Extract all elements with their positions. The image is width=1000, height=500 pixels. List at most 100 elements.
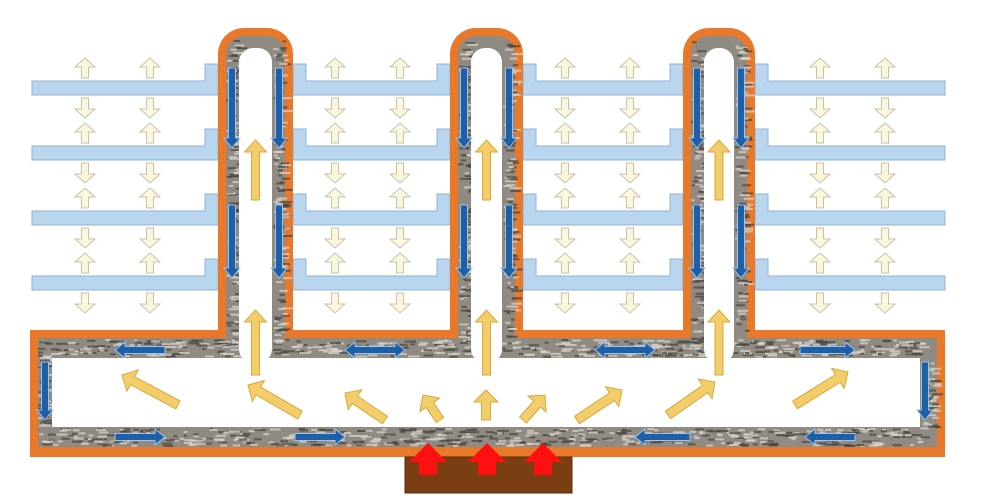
wick-grain <box>410 433 415 436</box>
heat-out-down-arrow <box>553 292 577 314</box>
wick-grain <box>730 442 741 445</box>
wick-grain <box>226 314 232 317</box>
wick-grain <box>296 350 305 353</box>
wick-grain <box>463 350 475 352</box>
wick-grain <box>744 283 748 286</box>
cooling-plate <box>754 193 946 226</box>
wick-grain <box>466 231 471 234</box>
wick-grain <box>73 429 80 432</box>
wick-grain <box>744 94 756 97</box>
wick-grain <box>531 347 535 350</box>
wick-grain <box>510 71 517 74</box>
wick-grain <box>700 63 705 66</box>
wick-grain <box>275 199 283 202</box>
wick-grain <box>59 429 67 432</box>
wick-grain <box>509 439 522 442</box>
wick-grain <box>362 437 366 440</box>
wick-grain <box>743 283 754 285</box>
wick-grain <box>467 241 474 244</box>
wick-grain <box>344 432 352 434</box>
wick-grain <box>231 53 237 56</box>
heat-out-up-arrow <box>388 57 412 79</box>
wick-grain <box>281 205 291 208</box>
wick-grain <box>110 441 123 444</box>
wick-grain <box>232 295 240 298</box>
wick-grain <box>87 345 99 348</box>
heat-out-up-arrow <box>323 187 347 209</box>
wick-grain <box>495 442 505 445</box>
heat-out-up-arrow <box>873 187 897 209</box>
wick-grain <box>744 49 748 52</box>
wick-grain <box>739 169 751 172</box>
cooling-plate <box>31 258 219 291</box>
liquid-down-arrow <box>499 67 519 149</box>
heat-out-up-arrow <box>388 187 412 209</box>
wick-grain <box>779 350 783 353</box>
wick-grain <box>569 438 575 441</box>
wick-grain <box>464 279 475 282</box>
wick-grain <box>862 428 870 431</box>
wick-grain <box>240 432 243 435</box>
wick-grain <box>868 444 878 447</box>
wick-grain <box>801 440 813 443</box>
wick-grain <box>461 305 467 308</box>
wick-grain <box>636 441 640 444</box>
wick-grain <box>570 442 575 445</box>
wick-grain <box>280 440 289 443</box>
wick-grain <box>38 347 46 350</box>
wick-grain <box>432 341 443 344</box>
wick-grain <box>206 437 213 440</box>
heat-out-up-arrow <box>808 57 832 79</box>
wick-grain <box>380 436 388 439</box>
wick-grain <box>731 435 739 438</box>
wick-grain <box>72 440 84 443</box>
wick-grain <box>466 51 473 53</box>
wick-grain <box>509 203 518 206</box>
wick-grain <box>468 244 473 246</box>
wick-grain <box>514 437 521 440</box>
wick-grain <box>622 438 630 441</box>
wick-grain <box>680 354 685 357</box>
wick-grain <box>512 258 520 261</box>
wick-grain <box>230 172 241 174</box>
wick-grain <box>447 348 458 351</box>
wick-grain <box>464 172 469 175</box>
heat-out-down-arrow <box>388 292 412 314</box>
wick-grain <box>281 148 286 151</box>
wick-grain <box>188 342 200 345</box>
wick-grain <box>280 255 288 257</box>
wick-grain <box>509 178 518 181</box>
wick-grain <box>189 442 195 445</box>
heat-out-up-arrow <box>323 252 347 274</box>
wick-grain <box>52 443 59 446</box>
vapor-diagonal-arrow <box>573 385 623 425</box>
wick-grain <box>905 434 912 437</box>
wick-grain <box>165 355 176 358</box>
liquid-down-arrow <box>499 204 519 279</box>
wick-grain <box>228 194 238 197</box>
wick-grain <box>275 318 281 321</box>
wick-grain <box>279 63 288 65</box>
wick-grain <box>634 344 645 347</box>
wick-grain <box>927 397 932 400</box>
wick-grain <box>97 435 108 438</box>
wick-grain <box>279 47 287 50</box>
heat-out-down-arrow <box>873 162 897 184</box>
wick-grain <box>901 435 913 438</box>
wick-grain <box>608 354 618 357</box>
wick-grain <box>233 281 240 283</box>
wick-grain <box>824 341 836 344</box>
wick-grain <box>273 158 279 161</box>
wick-grain <box>860 349 864 351</box>
wick-grain <box>234 143 239 146</box>
wick-grain <box>172 352 184 355</box>
wick-grain <box>233 209 242 212</box>
wick-grain <box>735 343 747 346</box>
wick-grain <box>929 367 942 370</box>
wick-grain <box>476 435 484 438</box>
wick-grain <box>804 341 814 344</box>
wick-grain <box>624 340 629 343</box>
wick-grain <box>653 440 664 443</box>
wick-grain <box>726 442 730 445</box>
wick-grain <box>894 345 899 348</box>
